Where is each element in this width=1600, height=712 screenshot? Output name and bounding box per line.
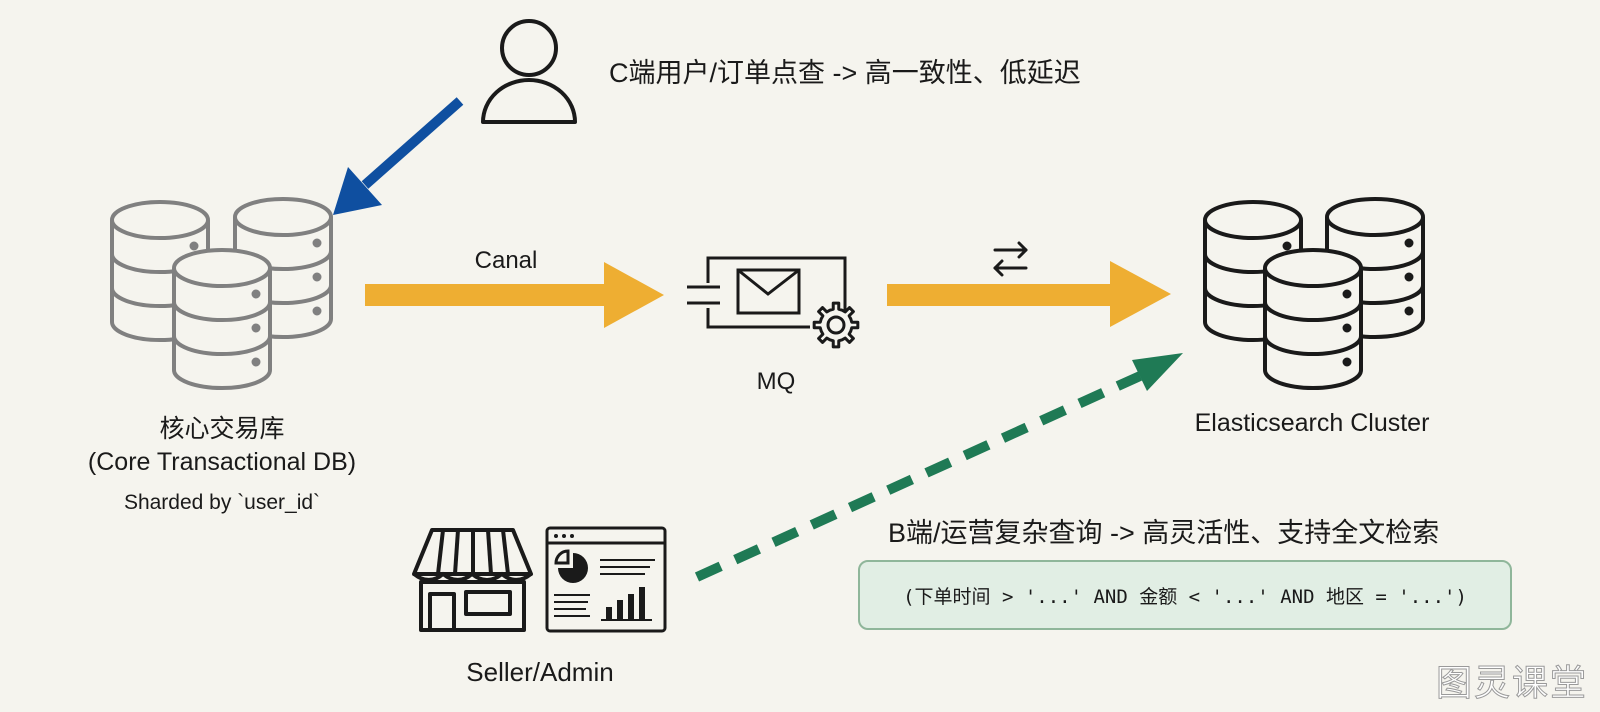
es-cluster-label: Elasticsearch Cluster	[1194, 409, 1430, 437]
gear-icon	[812, 301, 860, 349]
mq-label: MQ	[756, 368, 796, 395]
storefront-icon	[412, 528, 533, 632]
database-cluster-icon	[110, 197, 333, 390]
seller-admin-label: Seller/Admin	[466, 657, 614, 687]
business-annotation: B端/运营复杂查询 -> 高灵活性、支持全文检索	[888, 518, 1440, 548]
query-example-text: (下单时间 > '...' AND 金额 < '...' AND 地区 = '.…	[903, 585, 1467, 608]
dashboard-icon	[545, 526, 667, 633]
canal-label: Canal	[474, 247, 538, 274]
message-queue-icon	[687, 256, 847, 329]
source-db-title: 核心交易库	[159, 415, 285, 443]
user-icon	[481, 19, 577, 124]
bidirectional-sync-icon	[993, 241, 1028, 277]
source-db-subtitle: (Core Transactional DB)	[87, 448, 357, 476]
elasticsearch-cluster-icon	[1203, 197, 1425, 390]
es-sync-arrow	[887, 261, 1171, 327]
query-example-box: (下单时间 > '...' AND 金额 < '...' AND 地区 = '.…	[858, 560, 1512, 630]
user-annotation: C端用户/订单点查 -> 高一致性、低延迟	[609, 58, 1081, 88]
user-query-arrow	[333, 97, 464, 215]
admin-query-arrow	[694, 353, 1183, 582]
shard-note: Sharded by `user_id`	[123, 491, 321, 514]
canal-sync-arrow	[365, 262, 664, 328]
watermark: 图灵课堂	[1435, 663, 1588, 705]
